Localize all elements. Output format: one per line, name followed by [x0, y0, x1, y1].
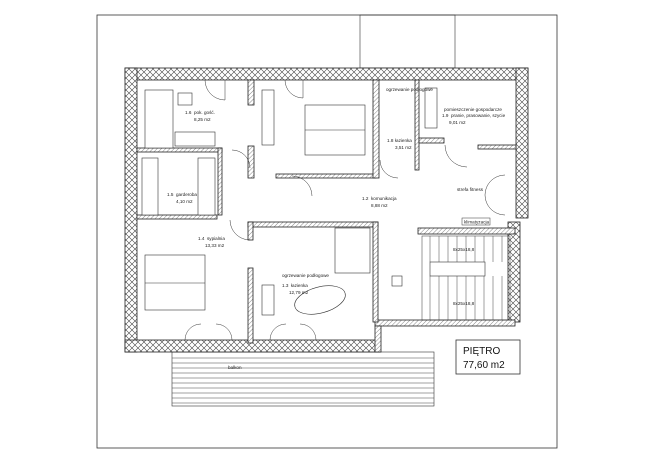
room-1-8-area: 3,51 m2: [395, 145, 412, 150]
balcony-deck: [171, 351, 435, 407]
balcony-label: balkon: [228, 365, 242, 370]
room-labels: 1.6 pok. gość. 8,25 m2 1.5 garderoba 4,1…: [167, 87, 506, 370]
ac-label: klimatyzacja: [464, 220, 489, 225]
utility-room-label: pomieszczenie gospodarcze: [444, 107, 502, 112]
room-1-9-area: 9,01 m2: [449, 120, 466, 125]
room-1-6-area: 8,25 m2: [194, 117, 211, 122]
room-1-5-name: garderoba: [176, 192, 197, 197]
desk: [174, 131, 216, 147]
wardrobe-left: [141, 157, 159, 216]
stairs-lower-label: 8x25x18,8: [453, 301, 475, 306]
double-bed-bedroom: [144, 254, 206, 311]
room-1-8-number: 1.8: [387, 138, 394, 143]
room-1-3-area: 12,79 m2: [289, 290, 309, 295]
sheet-frame: [96, 14, 558, 449]
floor-title-box: PIĘTRO 77,60 m2: [455, 339, 521, 375]
floor-area: 77,60 m2: [463, 360, 505, 371]
furniture: [141, 87, 486, 316]
interior-walls: [136, 79, 517, 344]
room-1-3-number: 1.3: [282, 283, 289, 288]
counter: [424, 87, 438, 129]
roof-opening: [359, 14, 456, 69]
stairs-upper-label: 8x25x18,8: [453, 247, 475, 252]
staircase: [421, 235, 511, 321]
room-1-5-area: 4,10 m2: [176, 199, 193, 204]
room-1-3-name: łazienka: [291, 283, 308, 288]
fitness-seat: [391, 275, 403, 287]
doors: [184, 79, 506, 341]
sink-vanity: [261, 284, 275, 316]
room-1-5-number: 1.5: [167, 192, 174, 197]
floor-title: PIĘTRO: [463, 346, 500, 357]
room-1-4-area: 13,33 m2: [205, 243, 225, 248]
guest-bed: [144, 89, 174, 149]
small-heating-note: ogrzewanie podłogowe: [386, 87, 433, 92]
bath-heating-note: ogrzewanie podłogowe: [282, 273, 329, 278]
room-1-2-number: 1.2: [362, 196, 369, 201]
wardrobe-right: [197, 157, 216, 216]
room-1-2-name: komunikacja: [371, 196, 397, 201]
room-1-8-name: łazienka: [395, 138, 412, 143]
fitness-zone-label: strefa fitness: [457, 187, 484, 192]
room-1-4-name: sypialnia: [207, 236, 225, 241]
chair: [177, 92, 193, 106]
bathtub: [294, 285, 346, 315]
exterior-walls: [124, 67, 529, 353]
stair-landing: [429, 261, 486, 277]
room-1-6-name: pok. gość.: [194, 110, 215, 115]
room-1-2-area: 8,88 m2: [371, 203, 388, 208]
room-1-9-name: pranie, prasowanie, szycie: [451, 113, 506, 118]
room-1-6-number: 1.6: [185, 110, 192, 115]
room-1-9-number: 1.9: [442, 113, 449, 118]
closet: [261, 89, 275, 146]
shower: [334, 227, 371, 274]
room-1-4-number: 1.4: [198, 236, 205, 241]
